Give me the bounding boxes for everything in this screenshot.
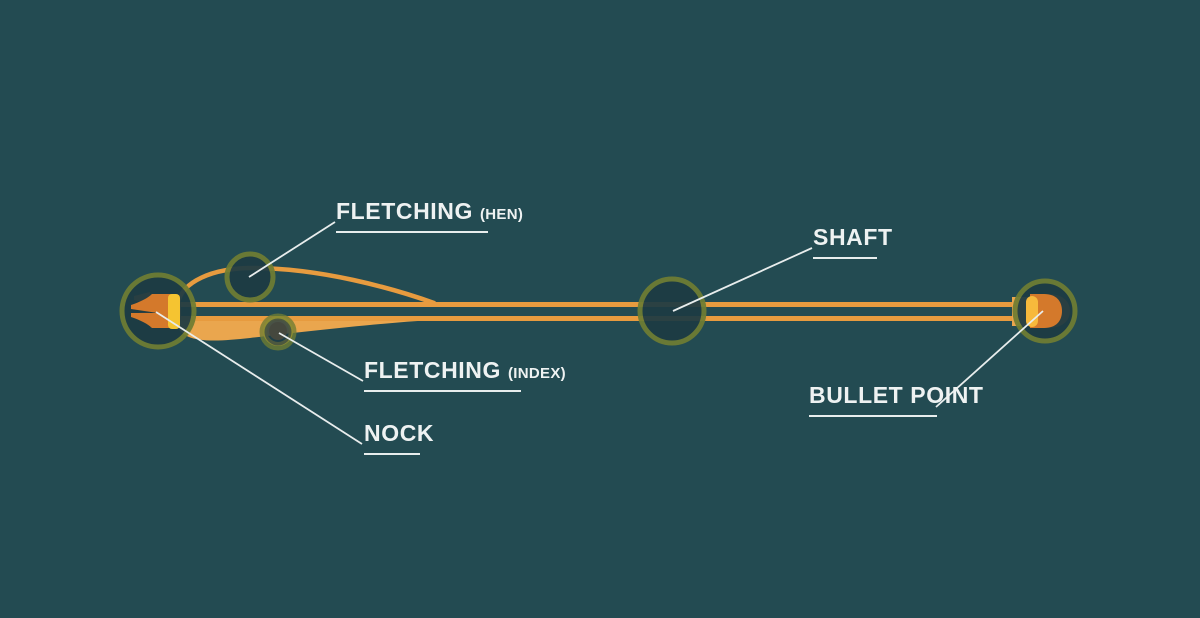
callout-shaft: SHAFT (813, 226, 893, 259)
callout-fletching-hen-qualifier: (HEN) (480, 206, 524, 223)
leader-line-bullet-point (935, 310, 1044, 408)
shaft-wall-bottom (176, 316, 1024, 321)
highlight-shaft[interactable] (637, 276, 707, 346)
leader-line-fletching-hen (248, 221, 336, 278)
point-collar-overlay (1026, 296, 1038, 327)
nock-fork-overlay (131, 294, 174, 328)
callout-shaft-row: SHAFT (813, 226, 893, 249)
highlight-fletching-index[interactable] (259, 313, 297, 351)
callout-bullet-point-row: BULLET POINT (809, 384, 984, 407)
callout-fletching-index-rule (364, 390, 521, 392)
leader-line-group (155, 221, 1044, 445)
callout-bullet-point-rule (809, 415, 937, 417)
callout-bullet-point-label: BULLET POINT (809, 382, 984, 408)
callout-fletching-index-qualifier: (INDEX) (508, 365, 566, 382)
callout-fletching-hen: FLETCHING (HEN) (336, 200, 523, 233)
callout-shaft-rule (813, 257, 877, 259)
leader-line-shaft (672, 247, 813, 312)
leader-line-fletching-index (278, 332, 364, 382)
callout-fletching-hen-rule (336, 231, 488, 233)
fletching-index-vane (176, 320, 432, 341)
callout-fletching-hen-row: FLETCHING (HEN) (336, 200, 523, 223)
callout-fletching-index-label: FLETCHING (364, 357, 501, 383)
fletching-hen-vane (175, 265, 437, 304)
callout-bullet-point: BULLET POINT (809, 384, 984, 417)
callout-fletching-index-row: FLETCHING (INDEX) (364, 359, 566, 382)
highlight-group (119, 251, 1078, 351)
shaft-wall-top (176, 302, 1024, 307)
callout-nock-label: NOCK (364, 420, 435, 446)
nock-collar-overlay (168, 294, 180, 329)
callout-shaft-label: SHAFT (813, 224, 893, 250)
callout-nock: NOCK (364, 422, 434, 455)
callout-fletching-hen-label: FLETCHING (336, 198, 473, 224)
leader-line-nock (155, 311, 363, 445)
callout-nock-rule (364, 453, 420, 455)
callout-nock-row: NOCK (364, 422, 434, 445)
callout-fletching-index: FLETCHING (INDEX) (364, 359, 566, 392)
